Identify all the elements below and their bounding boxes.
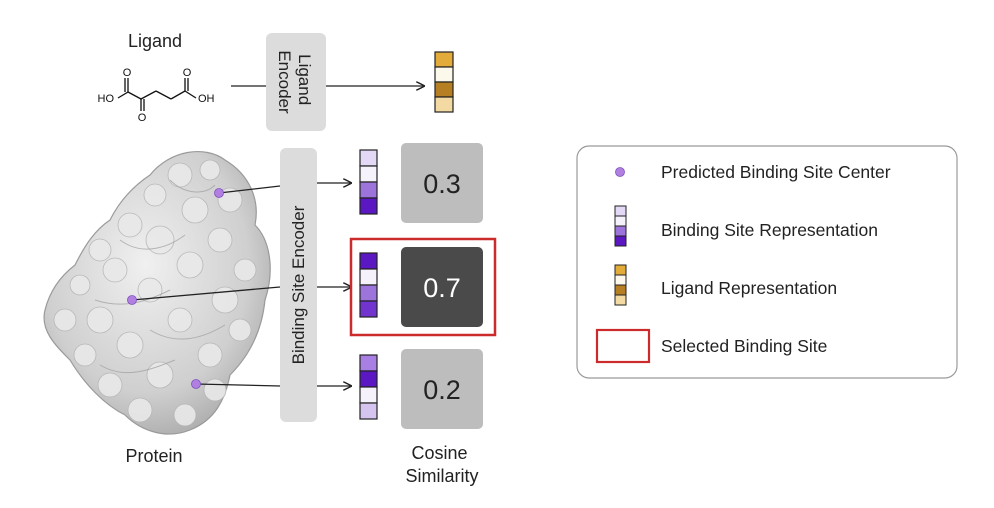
similarity-score-3: 0.2: [423, 375, 461, 405]
vector-cell: [359, 402, 378, 420]
vector-cell: [359, 386, 378, 404]
vector-cell: [359, 268, 378, 286]
vector-cell: [359, 300, 378, 318]
legend: Predicted Binding Site Center Binding Si…: [576, 145, 958, 379]
ligand-title: Ligand: [128, 31, 182, 51]
ligand-vector: [434, 51, 454, 113]
binding-site-vector-1: [359, 149, 378, 215]
binding-site-center-3: [191, 379, 201, 389]
ligand-vector-cell: [434, 66, 454, 83]
similarity-box-3: [401, 349, 483, 429]
ho-label: HO: [98, 93, 115, 105]
ligand-encoder-box: [266, 33, 326, 131]
vector-cell: [359, 165, 378, 183]
oxygen-label-3: O: [183, 67, 192, 79]
site-line-1: [218, 185, 281, 194]
ligand-vector-cell: [434, 96, 454, 113]
site-line-3: [195, 383, 281, 387]
vector-cell: [359, 284, 378, 302]
vector-cell: [359, 181, 378, 199]
purple-dot-icon: [615, 167, 625, 177]
binding-site-encoder-label: Binding Site Encoder: [289, 205, 308, 364]
vector-cell: [359, 197, 378, 215]
similarity-box-2: [401, 247, 483, 327]
legend-box: [576, 145, 958, 379]
ligand-encoder-label: Ligand Encoder: [275, 50, 314, 114]
protein-surface: [43, 151, 271, 435]
legend-label-1: Predicted Binding Site Center: [661, 162, 891, 182]
cosine-line-1: Cosine: [411, 443, 467, 463]
similarity-box-1: [401, 143, 483, 223]
legend-label-3: Ligand Representation: [661, 278, 837, 298]
cosine-similarity-label: Cosine Similarity: [405, 443, 478, 486]
vector-cell: [359, 370, 378, 388]
similarity-score-1: 0.3: [423, 169, 461, 199]
oxygen-label-2: O: [138, 112, 147, 124]
cosine-line-2: Similarity: [405, 466, 478, 486]
vector-cell: [359, 252, 378, 270]
ligand-vector-icon: [614, 264, 627, 306]
binding-site-vector-icon: [614, 205, 627, 247]
binding-site-vector-3: [359, 354, 378, 420]
oxygen-label-1: O: [123, 67, 132, 79]
binding-site-center-1: [214, 188, 224, 198]
red-box-icon: [595, 328, 651, 364]
site-line-2: [131, 286, 281, 301]
binding-site-encoder-box: [280, 148, 317, 422]
binding-site-center-2: [127, 295, 137, 305]
vector-cell: [359, 149, 378, 167]
similarity-score-2: 0.7: [423, 273, 461, 303]
protein-title: Protein: [125, 446, 182, 466]
legend-label-4: Selected Binding Site: [661, 336, 827, 356]
binding-site-vector-2: [359, 252, 378, 318]
ligand-encoder-line-2: Encoder: [275, 50, 294, 114]
ligand-vector-cell: [434, 51, 454, 68]
legend-label-2: Binding Site Representation: [661, 220, 878, 240]
ligand-molecule: [117, 78, 197, 111]
vector-cell: [359, 354, 378, 372]
ligand-encoder-line-1: Ligand: [295, 54, 314, 105]
selected-binding-site-box: [349, 237, 497, 337]
ligand-vector-cell: [434, 81, 454, 98]
oh-label: OH: [198, 93, 215, 105]
